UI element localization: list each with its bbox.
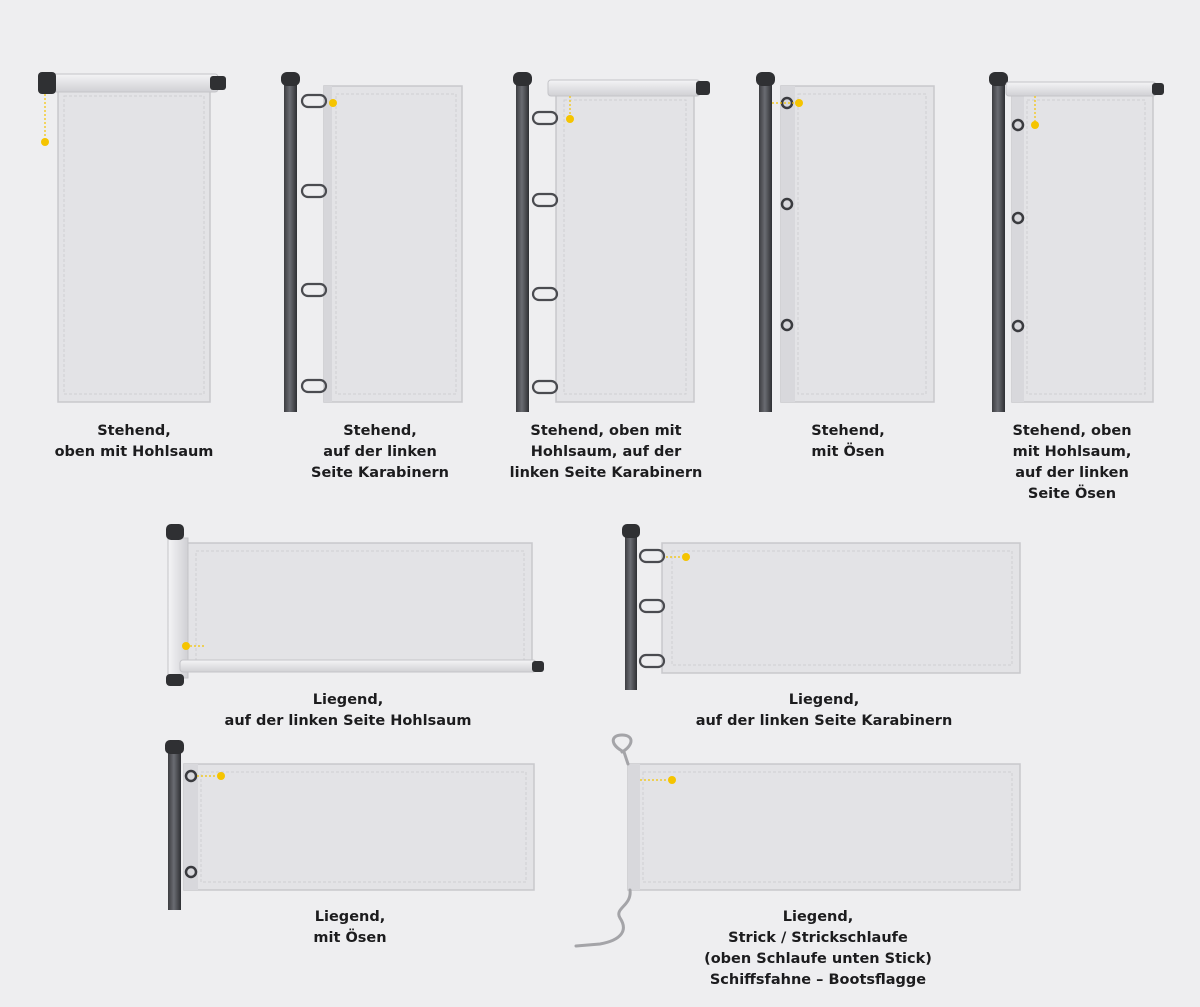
banner-inner-seam [563,99,687,395]
eyelet-icon [780,318,794,332]
banner-left-hem [324,86,332,402]
rope-loop-icon [611,733,633,766]
caption-item-6: Liegend, auf der linken Seite Hohlsaum [224,692,472,729]
flagpole [168,752,181,910]
banner-panel [627,763,1021,891]
carabiner-set [531,110,559,395]
caption-item-1: Stehend, oben mit Hohlsaum [54,423,214,460]
top-sleeve-rod [547,79,701,97]
banner-item-7 [622,524,1021,690]
banner-item-3 [513,72,710,412]
flagpole [284,80,297,412]
carabiner-icon [638,653,666,669]
marker-dot [182,642,190,650]
rope-tail-icon [574,888,632,948]
banner-left-hem [628,764,640,890]
marker-dot [668,776,676,784]
carabiner-icon [531,286,559,302]
banner-panel [555,87,695,403]
banner-inner-seam [1026,99,1146,395]
pole-cap-top [166,524,184,540]
rod-cap-left [38,72,56,94]
rod-cap-right [532,661,544,672]
flagpole [759,80,772,412]
banner-inner-seam [642,771,1013,883]
banner-panel [183,763,535,891]
carabiner-icon [531,110,559,126]
caption-item-8: Liegend, mit Ösen [313,909,387,946]
eyelet-icon [1011,211,1025,225]
carabiner-icon [638,548,666,564]
pole-cap [513,72,532,86]
flagpole [625,534,637,690]
top-sleeve-rod [47,73,219,93]
banner-item-5 [989,72,1164,412]
banner-left-hem [781,86,795,402]
caption-item-3: Stehend, oben mit Hohlsaum, auf der link… [509,423,703,481]
eyelet-icon [184,769,198,783]
banner-inner-seam [335,93,457,395]
caption-item-2: Stehend, auf der linken Seite Karabinern [311,423,449,481]
banner-panel [661,542,1021,674]
caption-item-4: Stehend, mit Ösen [811,423,885,460]
eyelet-icon [1011,319,1025,333]
marker-dot [329,99,337,107]
banner-item-9 [574,733,1021,948]
pole-cap-bottom [166,674,184,686]
rod-cap-right [1152,83,1164,95]
carabiner-icon [300,93,328,109]
eyelet-icon [780,197,794,211]
carabiner-icon [531,379,559,395]
marker-dot [682,553,690,561]
carabiner-icon [300,282,328,298]
carabiner-icon [638,598,666,614]
marker-dot [41,138,49,146]
banner-left-hem [184,764,198,890]
bottom-rod [179,659,537,673]
caption-item-9: Liegend, Strick / Strickschlaufe (oben S… [704,909,932,988]
rod-cap-right [696,81,710,95]
pole-cap [756,72,775,86]
banner-left-hem [1012,88,1024,402]
carabiner-set [300,93,328,394]
banner-panel [185,542,533,672]
banner-panel [323,85,463,403]
pole-cap [281,72,300,86]
banner-inner-seam [797,93,927,395]
carabiner-icon [300,183,328,199]
banner-item-2 [281,72,463,412]
left-sleeve-pole [167,537,189,679]
eyelet-icon [184,865,198,879]
banner-panel [1011,87,1154,403]
banner-item-1 [38,72,226,403]
banner-item-6 [166,524,544,686]
top-sleeve-rod [1005,81,1157,97]
pole-cap [622,524,640,538]
rod-cap-right [210,76,226,90]
flagpole [516,80,529,412]
carabiner-icon [531,192,559,208]
banner-inner-seam [200,771,527,883]
banner-item-8 [165,740,535,910]
pole-cap [989,72,1008,86]
marker-dot [566,115,574,123]
banner-inner-seam [671,550,1013,666]
carabiner-icon [300,378,328,394]
marker-dot [1031,121,1039,129]
eyelet-icon [1011,118,1025,132]
caption-item-7: Liegend, auf der linken Seite Karabinern [695,692,953,729]
pole-cap [165,740,184,754]
marker-dot [795,99,803,107]
banner-inner-seam [63,95,205,395]
banner-item-4 [756,72,935,412]
marker-dot [217,772,225,780]
banner-panel [780,85,935,403]
banner-panel [57,85,211,403]
flagpole [992,80,1005,412]
caption-item-5: Stehend, oben mit Hohlsaum, auf der link… [1012,423,1132,502]
